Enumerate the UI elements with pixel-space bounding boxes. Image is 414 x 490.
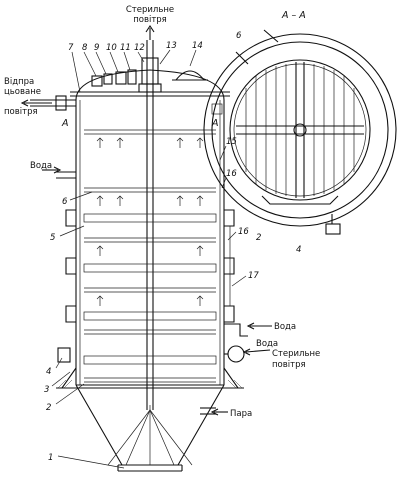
nozzle-11 <box>127 69 137 85</box>
part-6: 6 <box>62 197 68 207</box>
vessel-elevation <box>30 40 248 472</box>
part-16a: 16 <box>226 169 237 179</box>
section-tubes <box>245 64 355 196</box>
leader-lines <box>51 49 247 469</box>
part-15: 15 <box>226 137 237 147</box>
cooling-jacket <box>65 209 235 323</box>
label-sterile-air-right-2: повітря <box>272 360 306 370</box>
part-numbers: 7 8 9 10 11 12 13 14 6 5 4 3 2 1 15 16 1… <box>44 31 301 463</box>
part-13: 13 <box>166 41 177 51</box>
part-16b: 16 <box>238 227 249 237</box>
section-nozzle-4 <box>325 223 341 235</box>
sterile-air-valve <box>227 345 245 363</box>
part-4: 4 <box>46 367 51 377</box>
section-part-6: 6 <box>236 31 242 41</box>
label-water-right: Вода <box>274 322 296 332</box>
exhaust-valve <box>55 95 67 111</box>
trays <box>83 129 217 383</box>
part-14: 14 <box>192 41 203 51</box>
label-water-upper: Вода <box>30 161 52 171</box>
section-manifold <box>261 195 339 205</box>
section-part-2: 2 <box>256 233 261 243</box>
section-part-4: 4 <box>296 245 301 255</box>
label-exhaust-3: повітря <box>4 107 38 117</box>
nozzle-8 <box>91 75 103 87</box>
nozzle-9 <box>103 73 113 85</box>
part-1: 1 <box>48 453 53 463</box>
valve-4 <box>57 347 71 363</box>
flow-label-arrows <box>20 25 272 416</box>
part-10: 10 <box>106 43 117 53</box>
nozzle-10 <box>115 71 127 85</box>
section-cut-marks <box>235 29 279 65</box>
top-dome <box>75 69 225 101</box>
support-skirt <box>61 367 239 389</box>
label-steam: Пара <box>230 409 252 419</box>
section-view <box>203 29 397 235</box>
part-7: 7 <box>68 43 74 53</box>
shaft-drive <box>141 57 159 85</box>
labels: Стерильне повітря Відпра цьоване повітря… <box>4 5 320 419</box>
part-5: 5 <box>50 233 55 243</box>
part-12: 12 <box>134 43 145 53</box>
label-section-mark-a1: А <box>61 118 69 129</box>
label-section: А – А <box>281 10 306 21</box>
label-sterile-air-right-1: Стерильне <box>272 349 320 359</box>
label-exhaust-1: Відпра <box>4 77 34 87</box>
label-section-mark-a2: А <box>211 118 219 129</box>
part-2: 2 <box>46 403 51 413</box>
section-outer-ring <box>203 33 397 227</box>
section-vessel <box>229 59 371 201</box>
label-exhaust-2: цьоване <box>4 87 41 97</box>
label-sterile-air-top-1: Стерильне <box>126 5 174 15</box>
label-sterile-air-top-2: повітря <box>133 15 167 25</box>
section-hub <box>293 123 307 137</box>
water-pipe-right <box>224 323 248 337</box>
manhole-14 <box>174 70 206 81</box>
part-8: 8 <box>82 43 88 53</box>
part-3: 3 <box>44 385 49 395</box>
part-9: 9 <box>94 43 99 53</box>
part-11: 11 <box>120 43 131 53</box>
flow-arrows <box>96 137 204 306</box>
label-water-lower: Вода <box>256 339 278 349</box>
part-17: 17 <box>248 271 259 281</box>
